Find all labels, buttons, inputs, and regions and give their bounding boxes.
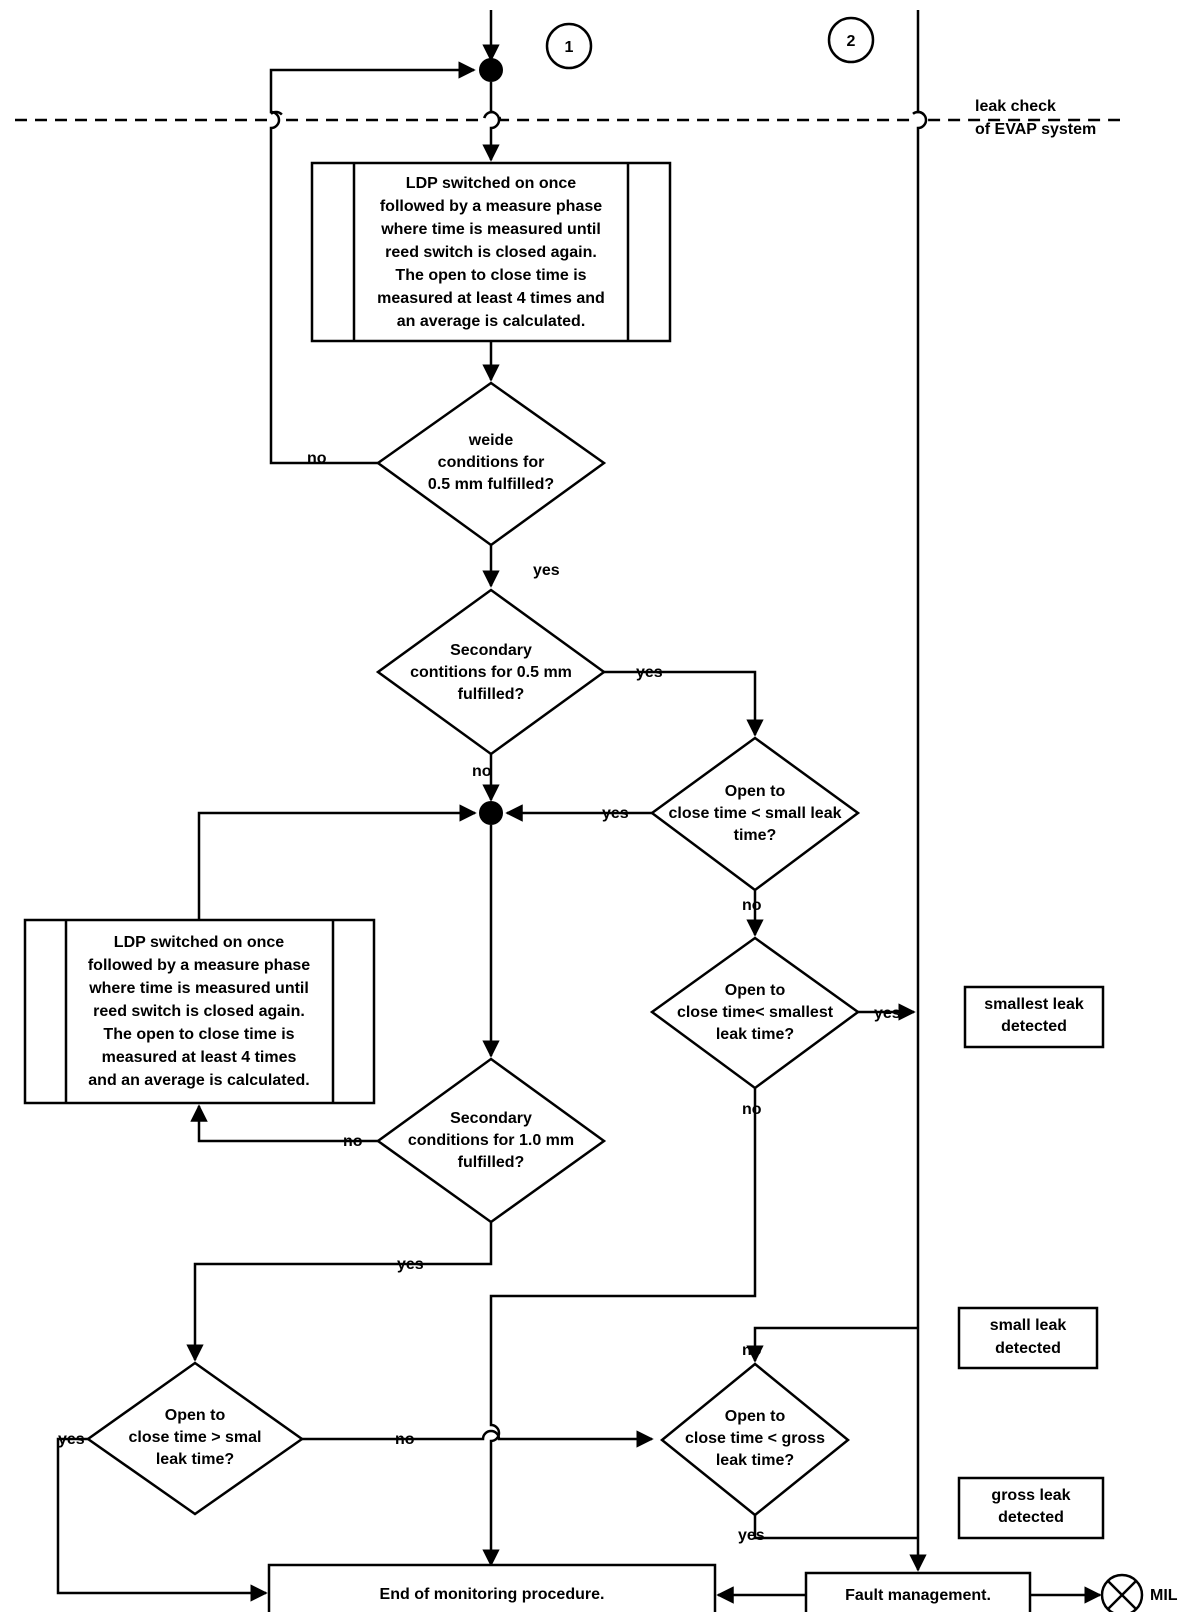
end-box xyxy=(267,1563,717,1612)
flow-d7-yes xyxy=(753,1515,918,1540)
edge-label-d7-yes: yes xyxy=(738,1527,765,1544)
decision-d6-line: close time > smal xyxy=(129,1429,262,1446)
result-small-line: small leak xyxy=(990,1317,1067,1334)
flow-d6-yes xyxy=(56,1437,268,1602)
process-top-line: reed switch is closed again. xyxy=(385,244,597,261)
process-left-line: measured at least 4 times xyxy=(102,1049,297,1066)
decision-d6 xyxy=(85,1361,305,1516)
warning-lamp-icon xyxy=(1100,1573,1144,1612)
decision-d2-line: Secondary xyxy=(450,642,532,659)
flow-d1-no xyxy=(269,61,476,465)
flow-d5-yes xyxy=(186,1222,493,1362)
edge-label-d4-yes: yes xyxy=(874,1005,901,1022)
process-top-line: measured at least 4 times and xyxy=(377,290,605,307)
edge-label-d2-yes: yes xyxy=(636,664,663,681)
connector-2-label: 2 xyxy=(847,33,856,50)
result-small-box xyxy=(957,1306,1099,1370)
decision-d3-line: time? xyxy=(734,827,777,844)
mil-label: MIL xyxy=(1150,1587,1178,1604)
fault-box-label: Fault management. xyxy=(845,1587,991,1604)
edge-label-d3-yes: yes xyxy=(602,805,629,822)
decision-d1-line: 0.5 mm fulfilled? xyxy=(428,476,554,493)
result-small-line: detected xyxy=(995,1340,1061,1357)
flow-d7-no xyxy=(746,1326,918,1363)
result-smallest-line: detected xyxy=(1001,1018,1067,1035)
decision-d7-line: close time < gross xyxy=(685,1430,825,1447)
connector-1: 1 xyxy=(545,22,593,70)
decision-d6-line: leak time? xyxy=(156,1451,234,1468)
edge-label-d5-no: no xyxy=(343,1133,363,1150)
decision-d1-line: weide xyxy=(468,432,514,449)
edge-label-d1-yes: yes xyxy=(533,562,560,579)
edge-label-d2-no: no xyxy=(472,763,492,780)
decision-d7-line: leak time? xyxy=(716,1452,794,1469)
junction-top xyxy=(479,58,503,82)
flow-d4-no xyxy=(482,1088,757,1567)
process-left-line: where time is measured until xyxy=(88,980,309,997)
edge-label-d1-no: no xyxy=(307,450,327,467)
flow-d6-no xyxy=(302,1429,654,1448)
process-top-text: LDP switched on once followed by a measu… xyxy=(377,175,605,330)
decision-d4-line: Open to xyxy=(725,982,786,999)
decision-d6-line: Open to xyxy=(165,1407,226,1424)
decision-d4-line: leak time? xyxy=(716,1026,794,1043)
result-smallest-box xyxy=(963,985,1105,1049)
process-top-line: where time is measured until xyxy=(380,221,601,238)
process-left-line: The open to close time is xyxy=(103,1026,294,1043)
process-left-line: followed by a measure phase xyxy=(88,957,310,974)
decision-d5-line: fulfilled? xyxy=(458,1154,525,1171)
process-top-line: followed by a measure phase xyxy=(380,198,602,215)
zone-divider xyxy=(15,110,1120,122)
decision-d5-line: conditions for 1.0 mm xyxy=(408,1132,574,1149)
flow-d2-yes xyxy=(604,670,764,737)
edge-label-d4-no: no xyxy=(742,1101,762,1118)
flow-d5-no xyxy=(190,1104,378,1143)
result-gross-line: detected xyxy=(998,1509,1064,1526)
flow-process-left-loop xyxy=(197,804,477,920)
process-top-line: LDP switched on once xyxy=(406,175,577,192)
process-left-line: reed switch is closed again. xyxy=(93,1003,305,1020)
zone-label-line1: leak check xyxy=(975,98,1056,115)
junction-middle xyxy=(479,801,503,825)
result-gross-line: gross leak xyxy=(991,1487,1070,1504)
decision-d7-line: Open to xyxy=(725,1408,786,1425)
connector-2: 2 xyxy=(827,16,875,64)
end-box-label: End of monitoring procedure. xyxy=(380,1586,605,1603)
edge-label-d6-no: no xyxy=(395,1431,415,1448)
edge-label-d7-no: no xyxy=(742,1342,762,1359)
process-left-line: LDP switched on once xyxy=(114,934,285,951)
process-top-line: The open to close time is xyxy=(395,267,586,284)
edge-label-d6-yes: yes xyxy=(58,1431,85,1448)
process-left-text: LDP switched on once followed by a measu… xyxy=(88,934,310,1089)
edge-label-d3-no: no xyxy=(742,897,762,914)
decision-d3-line: Open to xyxy=(725,783,786,800)
zone-label-line2: of EVAP system xyxy=(975,121,1096,138)
process-left-line: and an average is calculated. xyxy=(88,1072,309,1089)
flow-to-process-top xyxy=(482,82,501,162)
decision-d5-line: Secondary xyxy=(450,1110,532,1127)
result-gross-box xyxy=(957,1476,1105,1540)
flow-right-trunk xyxy=(909,10,928,1572)
edge-label-d5-yes: yes xyxy=(397,1256,424,1273)
decision-d1-line: conditions for xyxy=(438,454,545,471)
decision-d4-line: close time< smallest xyxy=(677,1004,834,1021)
process-top-line: an average is calculated. xyxy=(397,313,586,330)
process-box-left xyxy=(23,918,376,1105)
decision-d2-line: fulfilled? xyxy=(458,686,525,703)
decision-d3-line: close time < small leak xyxy=(669,805,842,822)
decision-d2-line: contitions for 0.5 mm xyxy=(410,664,572,681)
result-smallest-line: smallest leak xyxy=(984,996,1084,1013)
connector-1-label: 1 xyxy=(565,39,574,56)
